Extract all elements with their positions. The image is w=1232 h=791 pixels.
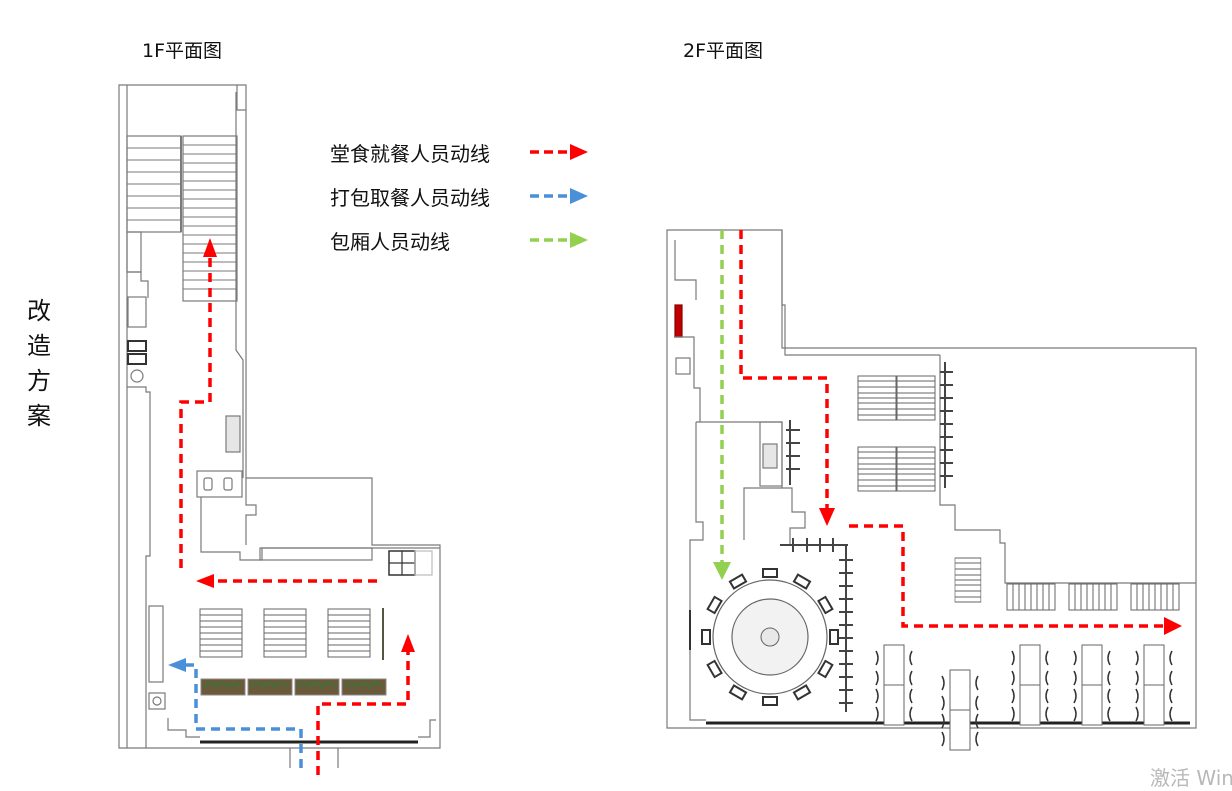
round-table (712, 579, 828, 695)
route-arrowhead (196, 574, 214, 588)
dashed-arrow-icon (530, 188, 588, 204)
route-arrowhead (1164, 617, 1182, 635)
chair (701, 629, 711, 645)
floor-1-title: 1F平面图 (142, 40, 223, 62)
side-label-char: 方 (27, 367, 51, 395)
sink (675, 357, 691, 375)
route-arrowhead (203, 238, 217, 257)
bench-table (857, 446, 897, 492)
side-label-char: 改 (27, 297, 51, 325)
bench-table (954, 557, 982, 603)
floor-1-dine-in-route (179, 255, 410, 775)
legend-label: 打包取餐人员动线 (330, 185, 490, 210)
dining-table (1011, 644, 1049, 726)
floor-1-outer-wall (118, 84, 441, 749)
side-label-char: 案 (27, 402, 51, 430)
dining-table (875, 644, 913, 726)
chair (728, 684, 748, 701)
chair (817, 659, 834, 679)
chair (706, 595, 723, 615)
chair (762, 696, 778, 706)
appliance (127, 353, 147, 365)
chair (829, 629, 839, 645)
chair (792, 684, 812, 701)
dining-table (1135, 644, 1173, 726)
floor-1-takeaway-route (184, 663, 303, 768)
chair (792, 573, 812, 590)
legend-item-dine-in: 堂食就餐人员动线 (330, 138, 588, 166)
railing (780, 362, 953, 712)
bench-table (199, 608, 243, 658)
dashed-arrow-icon (530, 144, 588, 160)
route-arrowhead (401, 634, 415, 652)
bench-table (327, 608, 371, 658)
fire-extinguisher-icon (674, 304, 683, 338)
booth-seat (1006, 583, 1056, 611)
chair (706, 659, 723, 679)
activation-watermark: 激活 Win (1150, 766, 1232, 790)
route-arrowhead (168, 658, 186, 672)
floor-2-title: 2F平面图 (683, 40, 764, 62)
legend-item-private-room: 包厢人员动线 (330, 226, 588, 254)
renovation-plan-label: 改 造 方 案 (22, 294, 56, 434)
washbasin (762, 443, 778, 469)
dashed-arrow-icon (530, 232, 588, 248)
side-label-char: 造 (27, 332, 51, 360)
route-arrowhead (819, 508, 835, 526)
round-table-chairs (701, 568, 839, 706)
floor-2-dine-in-route (739, 230, 1165, 628)
fire-hydrant-icon (148, 692, 166, 710)
legend-item-takeaway: 打包取餐人员动线 (330, 182, 588, 210)
bench-table (263, 608, 307, 658)
floor-2-plan (666, 229, 1197, 729)
bench-table (896, 446, 936, 492)
chair (728, 573, 748, 590)
legend-label: 包厢人员动线 (330, 229, 450, 254)
floor-1-plan (118, 84, 441, 768)
dining-table (1073, 644, 1111, 726)
chair (762, 568, 778, 578)
bench-table (857, 375, 897, 421)
booth-seat (1130, 583, 1180, 611)
booth-seat (1068, 583, 1118, 611)
dining-table (941, 669, 979, 751)
chair (817, 595, 834, 615)
appliance (127, 340, 147, 352)
planter-boxes (200, 678, 387, 696)
staircase (126, 135, 238, 302)
legend-label: 堂食就餐人员动线 (330, 141, 490, 166)
route-arrowhead (713, 562, 731, 580)
bench-table (896, 375, 936, 421)
sink (127, 296, 147, 328)
